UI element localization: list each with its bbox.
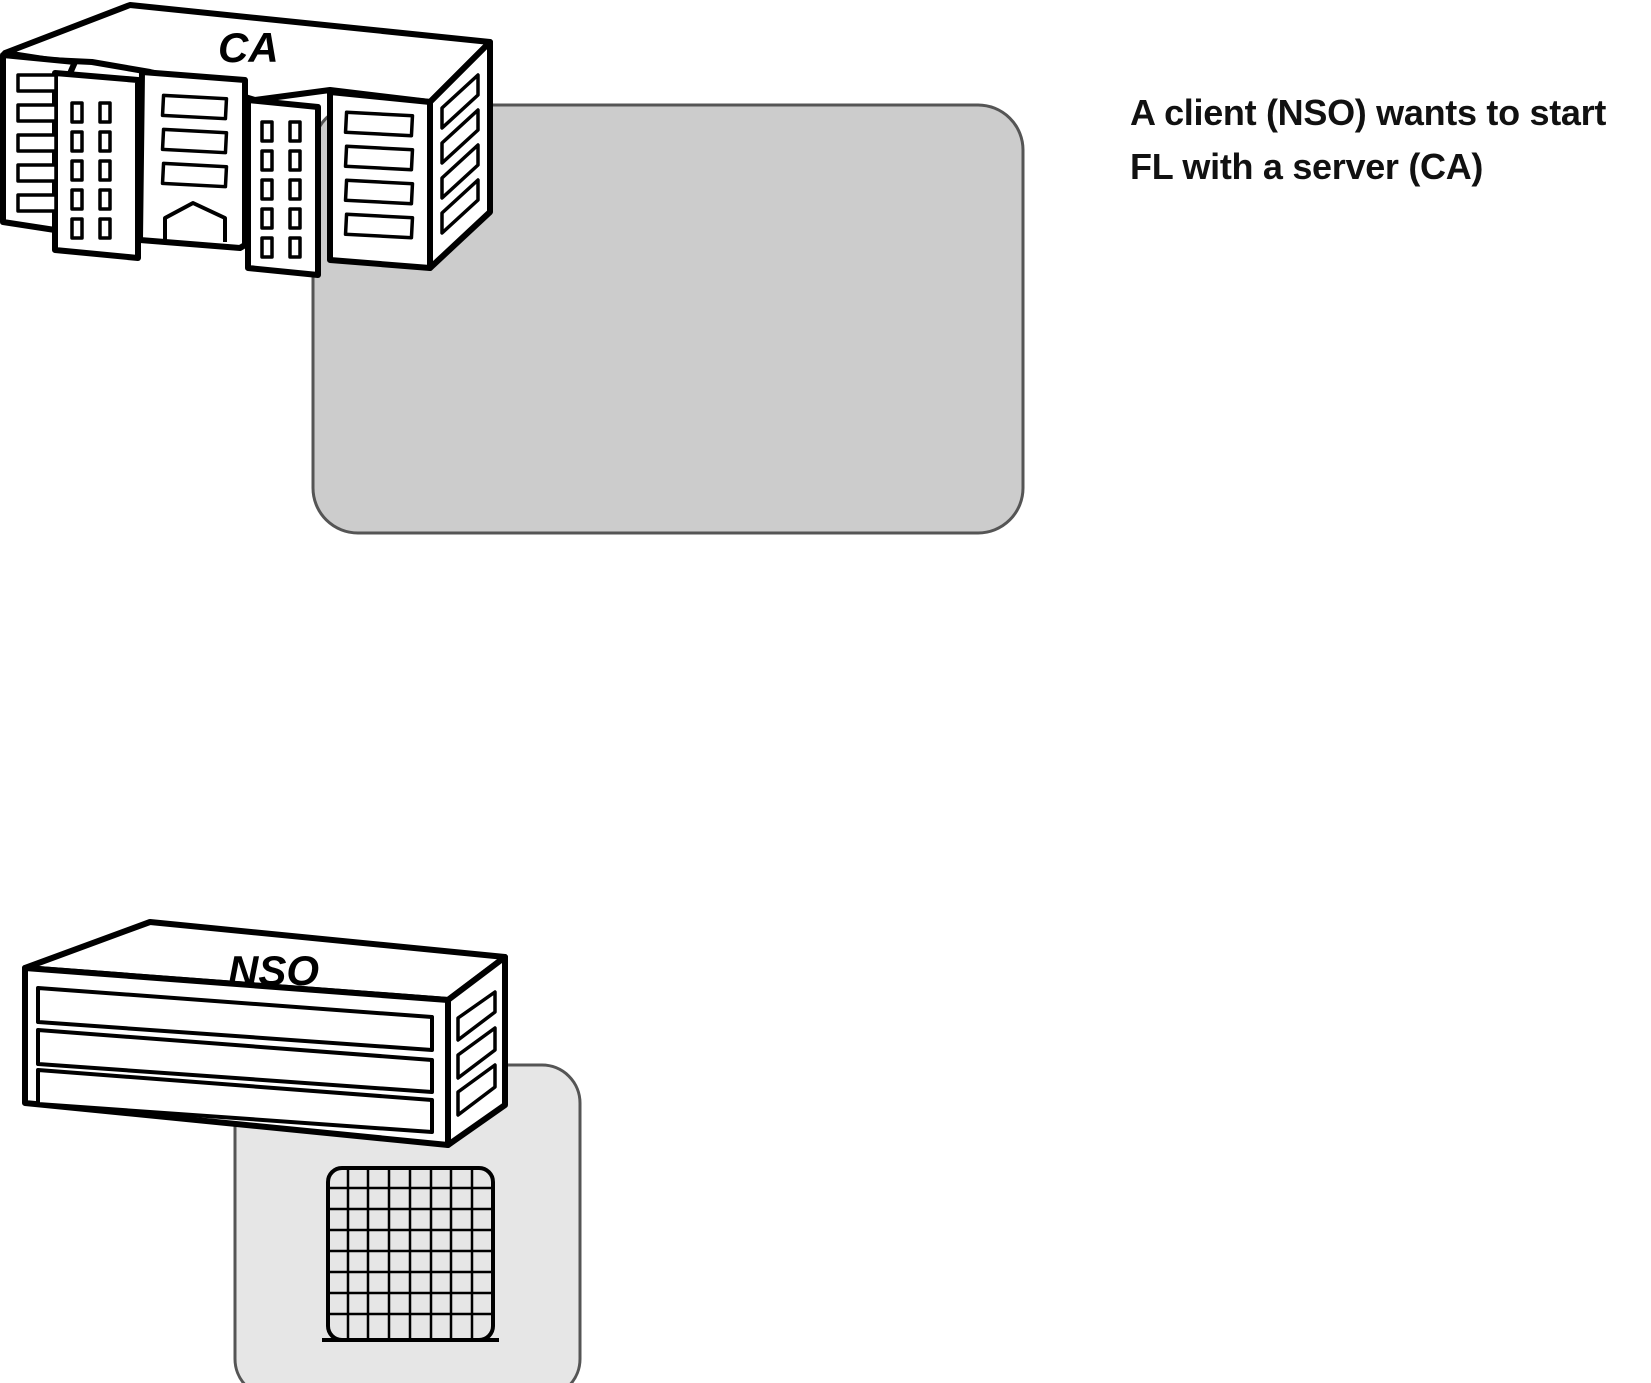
client-building-icon — [22, 919, 508, 1148]
client-label: NSO — [228, 947, 319, 994]
caption-line-1: A client (NSO) wants to start — [1130, 92, 1607, 133]
caption: A client (NSO) wants to start FL with a … — [1130, 86, 1645, 194]
server-building-icon — [0, 2, 493, 278]
caption-line-2: FL with a server (CA) — [1130, 146, 1484, 187]
server-label: CA — [218, 24, 279, 71]
data-grid-icon — [322, 1166, 499, 1342]
